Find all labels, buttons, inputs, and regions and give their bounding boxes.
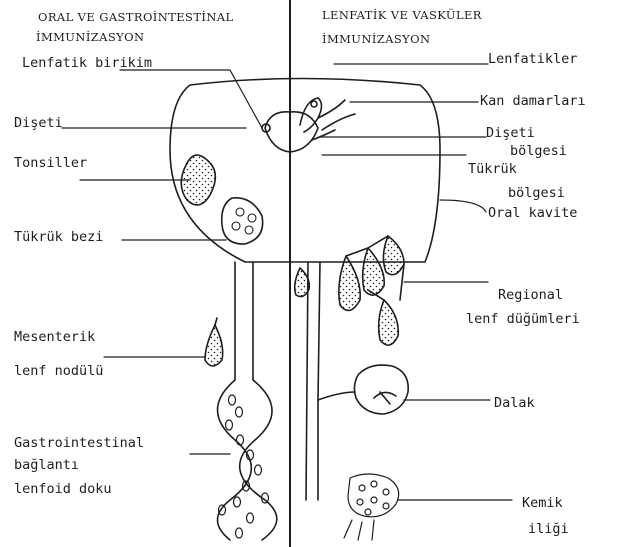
label-tonsiller: Tonsiller xyxy=(14,156,87,171)
gastrointestinal-lymphoid-tube-inner xyxy=(240,380,277,540)
salivary-gland-acini xyxy=(232,208,256,234)
left-header-line2: İMMUNİZASYON xyxy=(36,30,144,45)
spleen xyxy=(354,365,408,414)
galt-follicles xyxy=(219,395,269,538)
regional-lymph-node-1 xyxy=(295,268,310,297)
label-oral-kavite: Oral kavite xyxy=(488,206,577,221)
mesenteric-lymph-node xyxy=(205,325,223,366)
label-diseti-bolgesi-line1: Dişeti xyxy=(486,126,535,141)
label-regional-line2: lenf düğümleri xyxy=(466,312,580,327)
bone-marrow xyxy=(344,474,399,540)
spleen-hilum xyxy=(374,392,396,404)
right-header-line2: İMMUNİZASYON xyxy=(322,32,430,47)
label-dalak: Dalak xyxy=(494,396,535,411)
label-diseti-bolgesi-line2: bölgesi xyxy=(510,144,567,159)
label-tukruk-bezi: Tükrük bezi xyxy=(14,230,103,245)
right-header-line1: LENFATİK VE VASKÜLER xyxy=(322,8,482,23)
regional-lymph-node-3 xyxy=(363,248,385,295)
label-kemik-line2: iliği xyxy=(528,522,569,537)
leader-oral-kavite xyxy=(440,200,486,212)
blood-vessel-curve-2 xyxy=(322,114,355,130)
salivary-gland xyxy=(222,198,263,244)
regional-lymph-node-4 xyxy=(383,236,404,275)
label-tukruk-bolgesi-line2: bölgesi xyxy=(508,186,565,201)
label-mesenterik-line1: Mesenterik xyxy=(14,330,95,345)
regional-lymph-node-5 xyxy=(379,300,399,345)
left-header-line1: ORAL VE GASTROİNTESTİNAL xyxy=(38,10,234,25)
label-mesenterik-line2: lenf nodülü xyxy=(14,364,103,379)
mesenteric-node-stalk xyxy=(215,318,217,325)
lymphatic-node-small xyxy=(311,101,317,107)
label-gastro-line1: Gastrointestinal xyxy=(14,436,144,451)
label-gastro-line3: lenfoid doku xyxy=(14,482,112,497)
label-diseti: Dişeti xyxy=(14,116,63,131)
label-kan-damarlari: Kan damarları xyxy=(480,94,586,109)
leader-lines-left xyxy=(62,70,262,454)
label-lenfatik-birikim: Lenfatik birikim xyxy=(22,56,152,71)
regional-lymph-node-2 xyxy=(339,256,360,310)
leader-lenfatik-birikim xyxy=(120,70,262,128)
label-kemik-line1: Kemik xyxy=(522,496,563,511)
vascular-trunk-left xyxy=(306,262,308,500)
label-lenfatikler: Lenfatikler xyxy=(488,52,577,67)
label-tukruk-bolgesi-line1: Tükrük xyxy=(468,162,517,177)
label-regional-line1: Regional xyxy=(498,288,563,303)
blood-vessel-curve-1 xyxy=(318,100,345,118)
label-gastro-line2: bağlantı xyxy=(14,458,79,473)
